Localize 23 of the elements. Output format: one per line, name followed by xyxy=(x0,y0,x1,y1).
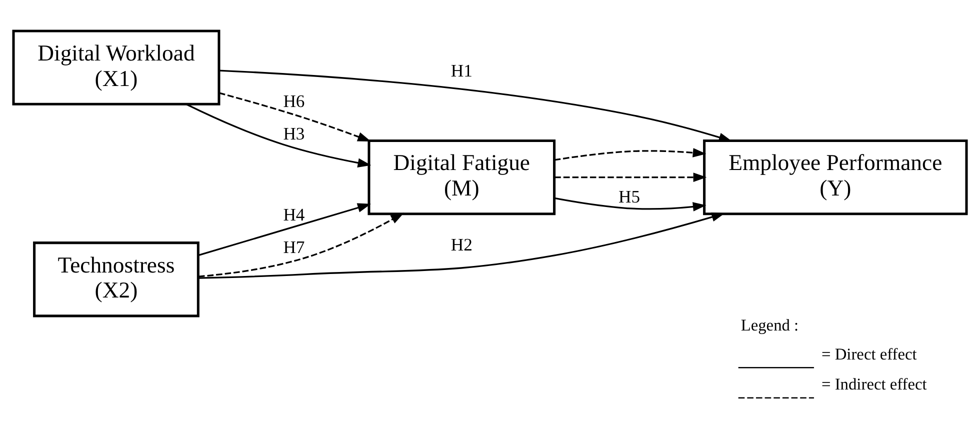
node-box: Digital Workload (X1) xyxy=(12,29,220,105)
edge-label: H4 xyxy=(283,204,305,224)
arrow xyxy=(198,212,725,278)
edge-label: H1 xyxy=(450,60,472,80)
arrow xyxy=(554,148,706,160)
legend-label: = Direct effect xyxy=(822,344,917,363)
legend-label: = Indirect effect xyxy=(822,374,927,394)
edge-label: H5 xyxy=(618,186,640,206)
edge-label: H2 xyxy=(450,234,472,254)
arrow xyxy=(198,202,371,256)
edge-label: H6 xyxy=(283,90,305,110)
arrow xyxy=(554,196,706,211)
edge-label: H7 xyxy=(283,236,305,257)
node-box: Digital Fatigue (M) xyxy=(368,138,556,215)
node-box: Employee Performance (Y) xyxy=(703,138,968,215)
arrow xyxy=(198,212,404,277)
edge-label: H3 xyxy=(283,123,305,144)
arrow xyxy=(186,103,372,167)
label: Legend : xyxy=(740,314,799,334)
arrow xyxy=(554,172,707,182)
node-box: Technostress (X2) xyxy=(33,241,200,317)
arrow xyxy=(219,69,732,142)
arrow xyxy=(218,92,372,142)
